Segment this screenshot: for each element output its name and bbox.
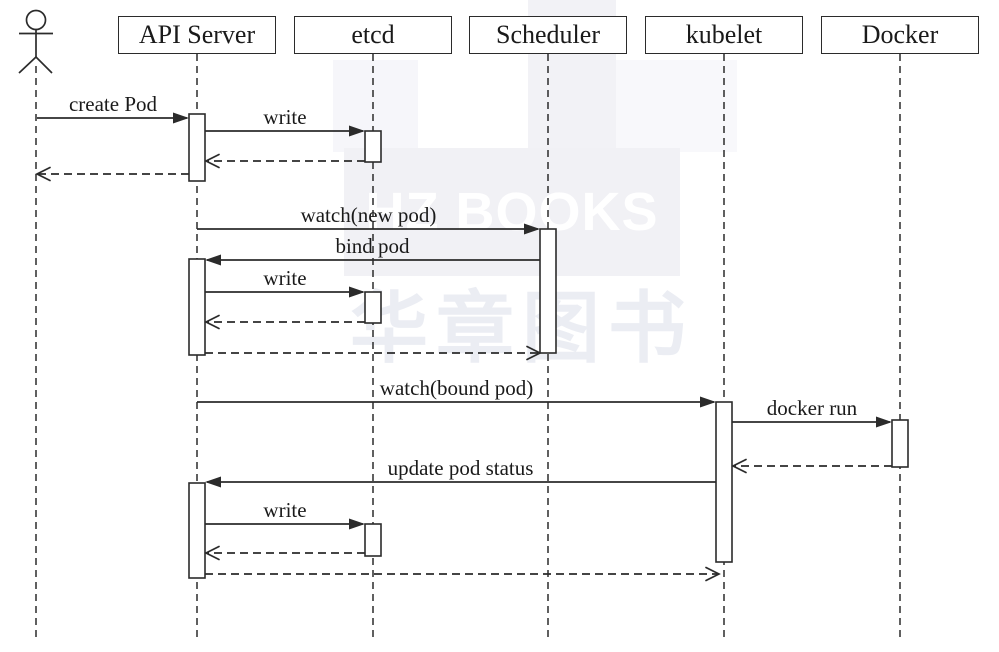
filled-arrowhead-9 xyxy=(700,396,716,408)
open-arrowhead-15 xyxy=(705,566,721,582)
activation-api-server-3 xyxy=(188,258,206,356)
watermark-cjk-text: 华章图书 xyxy=(349,284,694,372)
filled-arrowhead-12 xyxy=(205,476,221,488)
activation-etcd-8 xyxy=(364,523,382,557)
activation-docker-6 xyxy=(891,419,909,468)
filled-arrowhead-0 xyxy=(173,112,189,124)
activation-api-server-7 xyxy=(188,482,206,579)
filled-arrowhead-5 xyxy=(205,254,221,266)
activation-kubelet-5 xyxy=(715,401,733,563)
activation-api-server-0 xyxy=(188,113,206,182)
filled-arrowhead-1 xyxy=(349,125,365,137)
open-arrowhead-7 xyxy=(204,314,220,330)
open-arrowhead-11 xyxy=(731,458,747,474)
filled-arrowhead-4 xyxy=(524,223,540,235)
activation-scheduler-2 xyxy=(539,228,557,354)
watermark-band xyxy=(616,60,737,152)
open-arrowhead-14 xyxy=(204,545,220,561)
filled-arrowhead-10 xyxy=(876,416,892,428)
watermark-logo-text: HZ BOOKS xyxy=(344,148,680,276)
filled-arrowhead-6 xyxy=(349,286,365,298)
actor-icon xyxy=(18,9,53,74)
open-arrowhead-2 xyxy=(204,153,220,169)
activation-etcd-4 xyxy=(364,291,382,324)
filled-arrowhead-13 xyxy=(349,518,365,530)
activation-etcd-1 xyxy=(364,130,382,163)
open-arrowhead-3 xyxy=(35,166,51,182)
open-arrowhead-8 xyxy=(526,345,542,361)
